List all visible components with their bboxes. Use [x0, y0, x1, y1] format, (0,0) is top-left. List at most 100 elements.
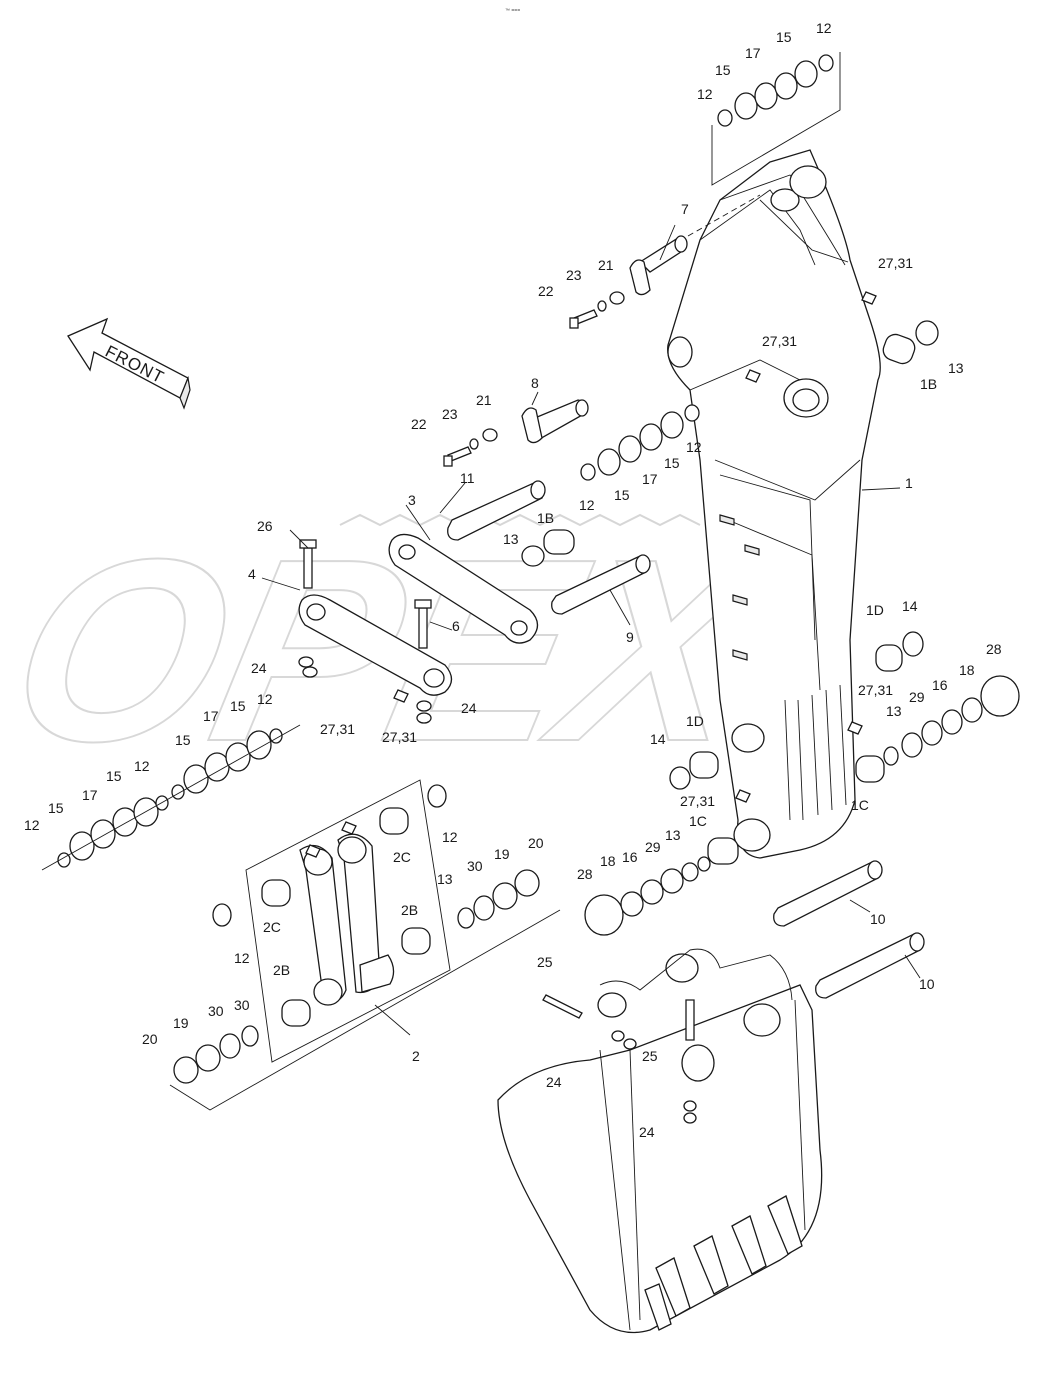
washer-stack-mid: [580, 404, 700, 481]
front-label: FRONT: [102, 342, 167, 388]
washer-stack-left: [41, 724, 301, 871]
callout-16: 16: [622, 849, 638, 865]
leader-lines: [261, 224, 921, 1036]
callout-12: 12: [134, 758, 150, 774]
callout-27-31: 27,31: [762, 333, 797, 349]
callout-24: 24: [251, 660, 267, 676]
callout-13: 13: [503, 531, 519, 547]
washer-stack-top: [711, 52, 841, 186]
callout-25: 25: [642, 1048, 658, 1064]
callout-27-31: 27,31: [858, 682, 893, 698]
callout-2C: 2C: [393, 849, 411, 865]
callout-30: 30: [234, 997, 250, 1013]
callout-labels: 12 15 17 15 12 7 27,31 21 23 22 27,31 13…: [24, 20, 1002, 1140]
callout-15: 15: [48, 800, 64, 816]
washer-stack-right: [883, 675, 1020, 766]
callout-13: 13: [665, 827, 681, 843]
callout-29: 29: [645, 839, 661, 855]
callout-21: 21: [598, 257, 614, 273]
link-3: [388, 533, 539, 644]
callout-12: 12: [257, 691, 273, 707]
pin-9: [551, 554, 651, 615]
link-2: [212, 779, 451, 1063]
callout-2: 2: [412, 1048, 420, 1064]
callout-27-31: 27,31: [320, 721, 355, 737]
callout-19: 19: [173, 1015, 189, 1031]
callout-13: 13: [948, 360, 964, 376]
callout-17: 17: [203, 708, 219, 724]
header-mark: ™ ===: [505, 8, 520, 14]
callout-22: 22: [538, 283, 554, 299]
callout-24: 24: [461, 700, 477, 716]
arm-1: [667, 149, 881, 859]
callout-10: 10: [870, 911, 886, 927]
callout-10: 10: [919, 976, 935, 992]
pins-10: [773, 860, 925, 999]
callout-12: 12: [686, 439, 702, 455]
callout-13: 13: [437, 871, 453, 887]
callout-18: 18: [600, 853, 616, 869]
callout-12: 12: [816, 20, 832, 36]
callout-20: 20: [142, 1031, 158, 1047]
callout-3: 3: [408, 492, 416, 508]
callout-7: 7: [681, 201, 689, 217]
callout-6: 6: [452, 618, 460, 634]
callout-23: 23: [566, 267, 582, 283]
washer-stack-link2: [169, 869, 561, 1111]
pin-8: [443, 399, 589, 467]
bucket: [497, 948, 823, 1334]
callout-12: 12: [24, 817, 40, 833]
callout-28: 28: [577, 866, 593, 882]
link-4: [298, 539, 453, 724]
callout-1C: 1C: [851, 797, 869, 813]
callout-16: 16: [932, 677, 948, 693]
callout-12: 12: [442, 829, 458, 845]
callout-19: 19: [494, 846, 510, 862]
callout-12: 12: [697, 86, 713, 102]
grease-fittings: [305, 291, 877, 858]
callout-24: 24: [546, 1074, 562, 1090]
callout-26: 26: [257, 518, 273, 534]
callout-1B: 1B: [537, 510, 554, 526]
callout-30: 30: [208, 1003, 224, 1019]
callout-17: 17: [642, 471, 658, 487]
callout-23: 23: [442, 406, 458, 422]
front-arrow: FRONT: [67, 317, 191, 410]
pin-7: [569, 194, 761, 329]
callout-15: 15: [175, 732, 191, 748]
callout-30: 30: [467, 858, 483, 874]
callout-11: 11: [460, 470, 475, 486]
callout-2B: 2B: [401, 902, 418, 918]
pin-11: [447, 480, 546, 541]
washer-stack-bucket: [584, 856, 711, 936]
callout-14: 14: [650, 731, 666, 747]
callout-8: 8: [531, 375, 539, 391]
callout-15: 15: [776, 29, 792, 45]
callout-9: 9: [626, 629, 634, 645]
callout-27-31: 27,31: [878, 255, 913, 271]
callout-28: 28: [986, 641, 1002, 657]
callout-15: 15: [230, 698, 246, 714]
callout-15: 15: [715, 62, 731, 78]
callout-15: 15: [614, 487, 630, 503]
callout-18: 18: [959, 662, 975, 678]
callout-15: 15: [106, 768, 122, 784]
callout-4: 4: [248, 566, 256, 582]
callout-1B: 1B: [920, 376, 937, 392]
arm-bushings: [521, 320, 939, 865]
callout-1D: 1D: [866, 602, 884, 618]
callout-27-31: 27,31: [382, 729, 417, 745]
callout-1C: 1C: [689, 813, 707, 829]
callout-2B: 2B: [273, 962, 290, 978]
callout-22: 22: [411, 416, 427, 432]
callout-1: 1: [905, 475, 913, 491]
callout-12: 12: [579, 497, 595, 513]
callout-15: 15: [664, 455, 680, 471]
callout-17: 17: [82, 787, 98, 803]
callout-2C: 2C: [263, 919, 281, 935]
callout-20: 20: [528, 835, 544, 851]
callout-17: 17: [745, 45, 761, 61]
callout-25: 25: [537, 954, 553, 970]
callout-29: 29: [909, 689, 925, 705]
